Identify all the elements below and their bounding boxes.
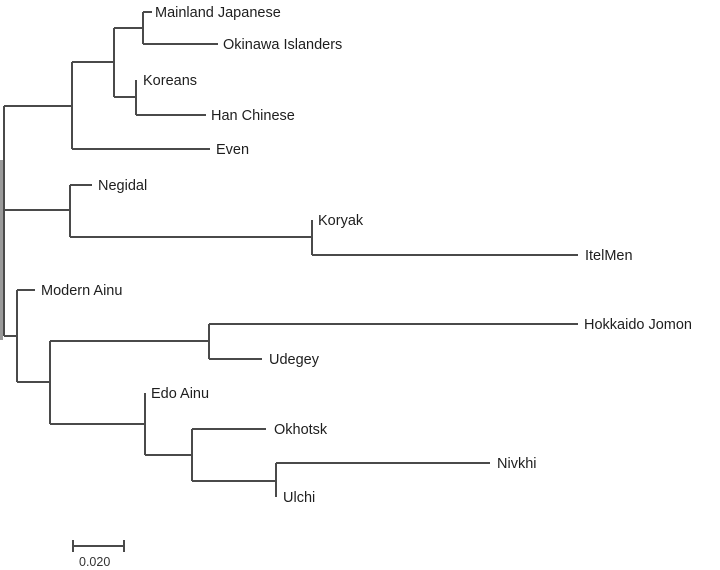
- branches: [3, 11, 578, 497]
- leaf-label-ulchi: Ulchi: [283, 490, 315, 506]
- clade-jomon-udegey-branch: [50, 324, 210, 359]
- leaf-label-negidal: Negidal: [98, 178, 147, 194]
- clade-siberia-branch: [4, 185, 71, 237]
- clade-jpn-kor-branch: [72, 28, 115, 97]
- leaf-label-koryak: Koryak: [318, 213, 364, 229]
- leaf-label-hokkaido-jomon: Hokkaido Jomon: [584, 317, 692, 333]
- leaf-labels: Mainland Japanese Okinawa Islanders Kore…: [41, 5, 692, 506]
- clade-japanese-branch: [114, 12, 144, 44]
- leaf-label-mainland-japanese: Mainland Japanese: [155, 5, 281, 21]
- scale-bar-label: 0.020: [79, 555, 110, 569]
- leaf-label-okhotsk: Okhotsk: [274, 422, 328, 438]
- leaf-label-han-chinese: Han Chinese: [211, 108, 295, 124]
- leaf-label-udegey: Udegey: [269, 352, 320, 368]
- leaf-label-koreans: Koreans: [143, 73, 197, 89]
- leaf-label-modern-ainu: Modern Ainu: [41, 283, 122, 299]
- clade-jomon-okhotsk-branch: [17, 341, 51, 424]
- clade-nivkhi-ulchi-branch: [192, 463, 277, 497]
- leaf-label-edo-ainu: Edo Ainu: [151, 386, 209, 402]
- scale-bar-line: [72, 540, 125, 552]
- clade-koryak-itelmen-branch: [70, 220, 313, 255]
- clade-okhotsk-branch: [145, 429, 193, 481]
- leaf-label-okinawa-islanders: Okinawa Islanders: [223, 37, 342, 53]
- left-edge-shade: [0, 160, 3, 340]
- leaf-label-itelmen: ItelMen: [585, 248, 633, 264]
- scale-bar: 0.020: [72, 540, 125, 569]
- leaf-label-nivkhi: Nivkhi: [497, 456, 536, 472]
- clade-edo-okhotsk-branch: [50, 393, 146, 455]
- leaf-label-even: Even: [216, 142, 249, 158]
- clade-east-asia-branch: [4, 62, 73, 149]
- clade-korean-han-branch: [114, 80, 137, 115]
- clade-ainu-branch: [4, 290, 18, 382]
